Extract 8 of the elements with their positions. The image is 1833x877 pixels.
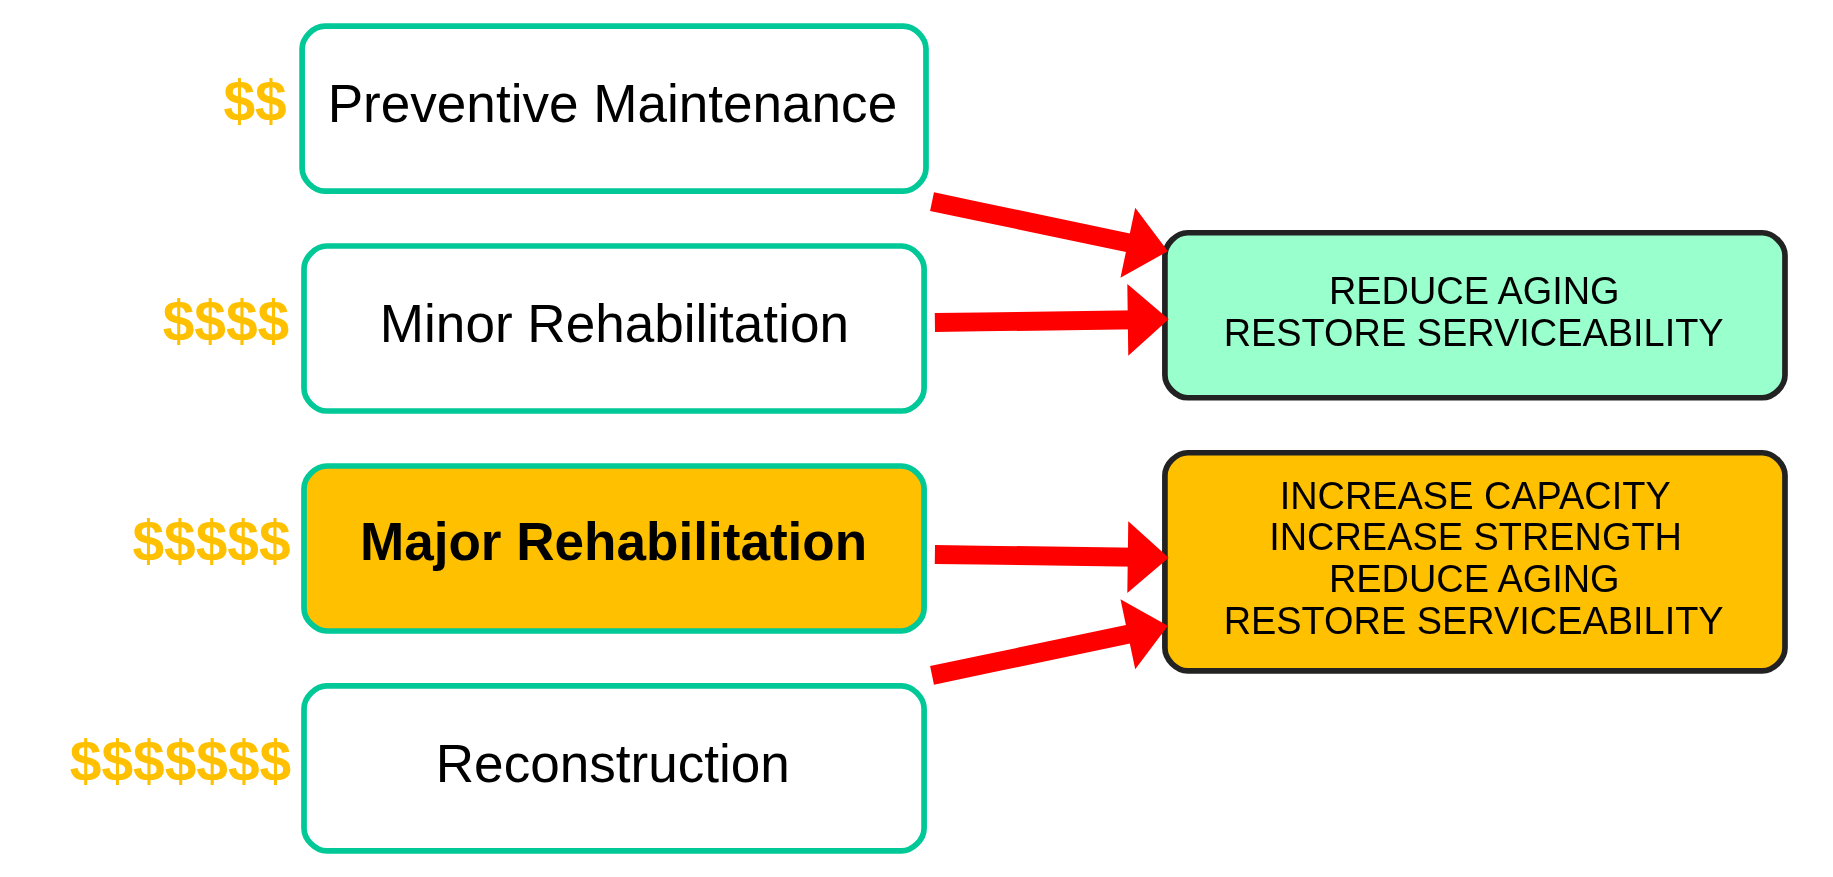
- arrow: [934, 284, 1169, 356]
- node-label: $$$$$$$: [69, 729, 292, 793]
- node-label: $$$$$: [132, 509, 291, 573]
- arrow: [930, 599, 1168, 685]
- arrow: [934, 521, 1169, 593]
- node-label: $$$$: [162, 289, 290, 353]
- arrow: [930, 192, 1168, 278]
- node-label: $$: [223, 69, 287, 133]
